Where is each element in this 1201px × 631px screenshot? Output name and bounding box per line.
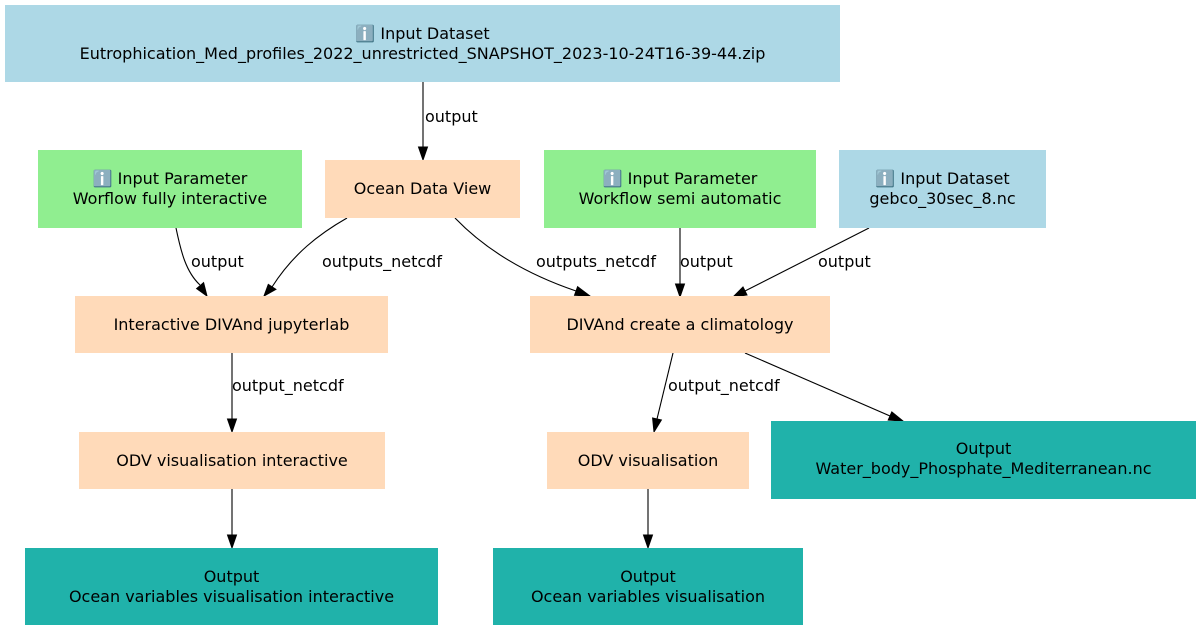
arrowhead	[226, 534, 238, 550]
arrowhead	[887, 411, 905, 422]
node-input-dataset-eutrophication[interactable]: ℹ️ Input Dataset Eutrophication_Med_prof…	[5, 5, 840, 82]
edge-line	[271, 217, 348, 288]
node-title: ℹ️ Input Dataset	[355, 24, 489, 43]
edge-label-output: output	[818, 252, 871, 271]
edge-line	[454, 217, 577, 292]
node-output-ocean-variables-interactive[interactable]: Output Ocean variables visualisation int…	[25, 548, 438, 625]
edge-label-output-netcdf: output_netcdf	[232, 376, 344, 396]
node-title: ℹ️ Input Parameter	[93, 169, 248, 188]
arrowhead	[674, 283, 686, 299]
node-tool-odv-visualisation-interactive[interactable]: ODV visualisation interactive	[79, 432, 385, 489]
node-tool-interactive-divand[interactable]: Interactive DIVAnd jupyterlab	[75, 296, 388, 353]
node-title: Ocean Data View	[354, 179, 492, 198]
edge-interactive-divand-to-odv-interactive: output_netcdf	[226, 353, 344, 434]
edge-param-interactive-to-divand: output	[175, 227, 244, 298]
arrowhead	[226, 418, 238, 434]
edge-label-output: output	[191, 252, 244, 271]
edge-line	[175, 227, 201, 286]
node-box	[79, 432, 385, 489]
node-box	[325, 160, 520, 218]
node-subtitle: Workflow semi automatic	[579, 189, 782, 208]
arrowhead	[652, 417, 663, 434]
node-box	[25, 548, 438, 625]
node-output-ocean-variables[interactable]: Output Ocean variables visualisation	[493, 548, 803, 625]
arrowhead	[642, 534, 654, 550]
node-subtitle: gebco_30sec_8.nc	[869, 189, 1015, 209]
node-title: DIVAnd create a climatology	[566, 315, 793, 334]
node-title: ℹ️ Input Dataset	[875, 169, 1009, 188]
node-input-parameter-fully-interactive[interactable]: ℹ️ Input Parameter Worflow fully interac…	[38, 150, 302, 228]
edge-odv-to-interactive-divand: outputs_netcdf	[263, 217, 442, 298]
node-title: ℹ️ Input Parameter	[603, 169, 758, 188]
node-title: Output	[204, 567, 260, 586]
edge-line	[744, 227, 870, 292]
edge-input-to-odv: output	[417, 82, 478, 162]
node-subtitle: Water_body_Phosphate_Mediterranean.nc	[816, 459, 1152, 479]
node-output-phosphate[interactable]: Output Water_body_Phosphate_Mediterranea…	[771, 421, 1196, 499]
node-box	[839, 150, 1046, 228]
edge-odv-interactive-to-output	[226, 489, 238, 550]
arrowhead	[195, 281, 208, 298]
node-box	[38, 150, 302, 228]
arrowhead	[417, 146, 429, 162]
node-subtitle: Ocean variables visualisation interactiv…	[69, 587, 394, 606]
node-box	[5, 5, 840, 82]
edge-climatology-to-output-phosphate	[744, 352, 905, 422]
edge-climatology-to-odv-visualisation: output_netcdf	[652, 352, 780, 434]
edge-label-output: output	[680, 252, 733, 271]
node-tool-odv-visualisation[interactable]: ODV visualisation	[547, 432, 749, 489]
node-subtitle: Ocean variables visualisation	[531, 587, 765, 606]
edge-param-semi-to-climatology: output	[674, 228, 733, 299]
edge-line	[656, 352, 674, 420]
node-box	[547, 432, 749, 489]
edge-label-outputs-netcdf: outputs_netcdf	[536, 252, 656, 272]
node-subtitle: Eutrophication_Med_profiles_2022_unrestr…	[80, 44, 766, 64]
node-subtitle: Worflow fully interactive	[73, 189, 267, 208]
node-box	[493, 548, 803, 625]
edge-odv-visualisation-to-output	[642, 489, 654, 550]
arrowhead	[263, 283, 277, 298]
node-box	[544, 150, 816, 228]
node-title: ODV visualisation	[578, 451, 719, 470]
edge-label-output: output	[425, 107, 478, 126]
edge-label-outputs-netcdf: outputs_netcdf	[322, 252, 442, 272]
edge-odv-to-climatology: outputs_netcdf	[454, 217, 656, 297]
node-box	[771, 421, 1196, 499]
node-tool-divand-climatology[interactable]: DIVAnd create a climatology	[530, 296, 830, 353]
node-box	[75, 296, 388, 353]
edge-line	[744, 352, 891, 417]
edge-gebco-to-climatology: output	[731, 227, 871, 298]
arrowhead	[573, 285, 592, 297]
edge-label-output-netcdf: output_netcdf	[668, 376, 780, 396]
node-title: Output	[620, 567, 676, 586]
node-title: Output	[956, 439, 1012, 458]
node-title: ODV visualisation interactive	[116, 451, 348, 470]
node-title: Interactive DIVAnd jupyterlab	[114, 315, 350, 334]
arrowhead	[731, 286, 748, 298]
node-input-dataset-gebco[interactable]: ℹ️ Input Dataset gebco_30sec_8.nc	[839, 150, 1046, 228]
node-box	[530, 296, 830, 353]
node-input-parameter-semi-automatic[interactable]: ℹ️ Input Parameter Workflow semi automat…	[544, 150, 816, 228]
node-tool-ocean-data-view[interactable]: Ocean Data View	[325, 160, 520, 218]
